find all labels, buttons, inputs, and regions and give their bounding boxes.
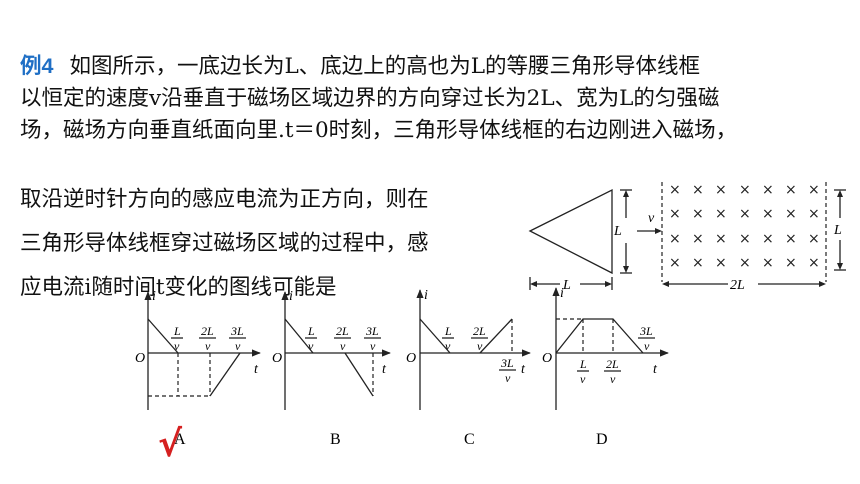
frame-length-label: L: [562, 278, 571, 293]
field-cross: ×: [669, 182, 681, 198]
tick-l-den: v: [445, 339, 451, 353]
field-cross: ×: [785, 231, 797, 247]
tick-l: L: [173, 324, 181, 338]
problem-line-5: 三角形导体线框穿过磁场区域的过程中，感: [20, 231, 429, 256]
origin-label: O: [406, 351, 416, 366]
field-cross: ×: [692, 182, 704, 198]
tick-2l-den: v: [340, 339, 346, 353]
tick-l: L: [579, 357, 587, 371]
tick-l: L: [307, 324, 315, 338]
field-cross: ×: [785, 182, 797, 198]
tick-2l: 2L: [201, 324, 214, 338]
field-cross: ×: [669, 255, 681, 271]
field-cross: ×: [715, 206, 727, 222]
problem-line-1: 如图所示，一底边长为L、底边上的高也为L的等腰三角形导体线框: [69, 54, 701, 79]
problem-line-2: 以恒定的速度v沿垂直于磁场区域边界的方向穿过长为2L、宽为L的匀强磁: [20, 86, 720, 111]
tick-3l: 3L: [365, 324, 379, 338]
tick-2l-den: v: [205, 339, 211, 353]
field-cross: ×: [692, 231, 704, 247]
option-a-label[interactable]: A: [174, 431, 186, 448]
tick-2l: 2L: [336, 324, 349, 338]
tick-3l: 3L: [500, 356, 514, 370]
field-cross: ×: [808, 182, 820, 198]
problem-line-4: 取沿逆时针方向的感应电流为正方向，则在: [20, 187, 429, 212]
option-d-label[interactable]: D: [596, 431, 608, 448]
field-width-label: 2L: [730, 278, 745, 293]
axis-t-label: t: [653, 362, 658, 377]
problem-text: 例4 如图所示，一底边长为L、底边上的高也为L的等腰三角形导体线框 以恒定的速度v…: [20, 50, 850, 147]
field-cross: ×: [808, 231, 820, 247]
tick-2l: 2L: [606, 357, 619, 371]
field-cross: ×: [669, 206, 681, 222]
field-cross: ×: [715, 231, 727, 247]
field-cross: ×: [785, 206, 797, 222]
field-cross: ×: [762, 206, 774, 222]
tick-2l-den: v: [610, 372, 616, 386]
frame-height-label: L: [613, 224, 622, 239]
origin-label: O: [135, 351, 145, 366]
tick-l-den: v: [308, 339, 314, 353]
field-cross: ×: [669, 231, 681, 247]
field-cross: ×: [692, 255, 704, 271]
field-cross: ×: [739, 206, 751, 222]
graph-a: i t O L v 2L v 3L v A: [135, 289, 261, 448]
field-cross: ×: [808, 206, 820, 222]
axis-t-label: t: [521, 362, 526, 377]
tick-l: L: [444, 324, 452, 338]
tick-3l: 3L: [230, 324, 244, 338]
origin-label: O: [272, 351, 282, 366]
tick-3l-den: v: [235, 339, 241, 353]
problem-text-continued: 取沿逆时针方向的感应电流为正方向，则在 三角形导体线框穿过磁场区域的过程中，感 …: [20, 178, 520, 310]
field-cross: ×: [692, 206, 704, 222]
answer-checkmark: √: [158, 424, 183, 465]
magnetic-field-crosses: × × × × × × × × × × × × × × × × × × × × × × × × × × × ×: [669, 182, 820, 271]
axis-i-label: i: [289, 289, 293, 304]
field-height-label: L: [833, 223, 842, 238]
tick-3l-den: v: [505, 371, 511, 385]
triangle-frame: [528, 188, 613, 275]
field-cross: ×: [739, 255, 751, 271]
field-cross: ×: [808, 255, 820, 271]
velocity-label: v: [648, 211, 655, 226]
tick-l-den: v: [580, 372, 586, 386]
graph-d: i t O L v 2L v 3L v D: [542, 286, 669, 448]
field-cross: ×: [715, 255, 727, 271]
option-b-label[interactable]: B: [330, 431, 341, 448]
field-cross: ×: [785, 255, 797, 271]
problem-line-3: 场，磁场方向垂直纸面向里.t＝0时刻，三角形导体线框的右边刚进入磁场，: [20, 118, 738, 143]
origin-label: O: [542, 351, 552, 366]
tick-3l-den: v: [644, 339, 650, 353]
axis-i-label: i: [152, 289, 156, 304]
field-cross: ×: [762, 182, 774, 198]
graph-b: i t O L v 2L v 3L v B: [272, 289, 391, 448]
axis-i-label: i: [424, 288, 428, 303]
field-cross: ×: [739, 231, 751, 247]
field-cross: ×: [762, 231, 774, 247]
tick-l-den: v: [174, 339, 180, 353]
field-cross: ×: [762, 255, 774, 271]
axis-t-label: t: [254, 362, 259, 377]
axis-i-label: i: [560, 286, 564, 301]
example-label: 例4: [20, 54, 54, 78]
tick-2l: 2L: [473, 324, 486, 338]
axis-t-label: t: [382, 362, 387, 377]
field-cross: ×: [715, 182, 727, 198]
option-c-label[interactable]: C: [464, 431, 475, 448]
field-cross: ×: [739, 182, 751, 198]
tick-3l-den: v: [370, 339, 376, 353]
graph-c: i t O L v 2L v 3L v C: [406, 288, 531, 448]
tick-3l: 3L: [639, 324, 653, 338]
tick-2l-den: v: [477, 339, 483, 353]
